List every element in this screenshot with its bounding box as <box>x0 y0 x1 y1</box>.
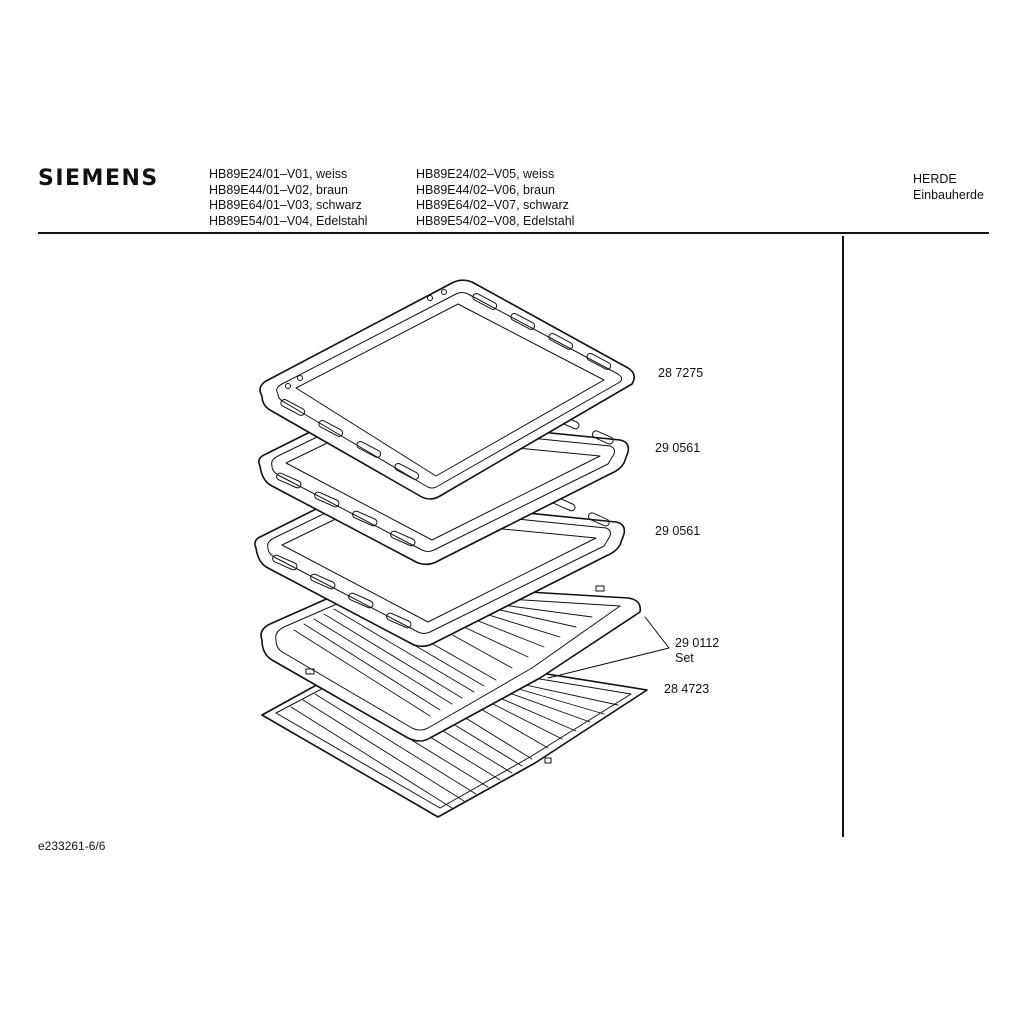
part-number-baking-tray-3: 29 0561 <box>655 524 701 538</box>
part-number-grid-set: 29 0112 Set <box>675 636 719 666</box>
siemens-logo: SIEMENS <box>38 166 159 191</box>
product-category: HERDE Einbauherde <box>913 172 984 203</box>
model-line: HB89E54/01–V04, Edelstahl <box>209 213 368 228</box>
roasting-pan <box>259 279 636 500</box>
column-divider <box>842 236 844 837</box>
part-number-roasting-pan: 28 7275 <box>658 366 704 380</box>
part-number-grid-set-label: Set <box>675 651 694 665</box>
part-number-grid-set-code: 29 0112 <box>675 636 720 650</box>
model-line: HB89E54/02–V08, Edelstahl <box>416 213 575 228</box>
leader-lines <box>547 616 670 679</box>
model-line: HB89E24/01–V01, weiss <box>209 167 348 181</box>
model-line: HB89E44/02–V06, braun <box>416 182 555 197</box>
part-number-rack-base: 28 4723 <box>664 682 710 696</box>
model-line: HB89E24/02–V05, weiss <box>416 167 555 181</box>
category-label: HERDE <box>913 172 957 186</box>
model-line: HB89E64/01–V03, schwarz <box>209 198 362 212</box>
document-id: e233261-6/6 <box>38 839 106 853</box>
model-list-right: HB89E24/02–V05, weiss HB89E44/02–V06, br… <box>416 167 574 229</box>
part-number-baking-tray-2: 29 0561 <box>655 441 701 455</box>
subcategory-label: Einbauherde <box>913 187 984 202</box>
model-list-left: HB89E24/01–V01, weiss HB89E44/01–V02, br… <box>209 167 367 229</box>
header-divider <box>38 232 989 234</box>
model-line: HB89E64/02–V07, schwarz <box>416 198 569 212</box>
model-line: HB89E44/01–V02, braun <box>209 182 348 197</box>
